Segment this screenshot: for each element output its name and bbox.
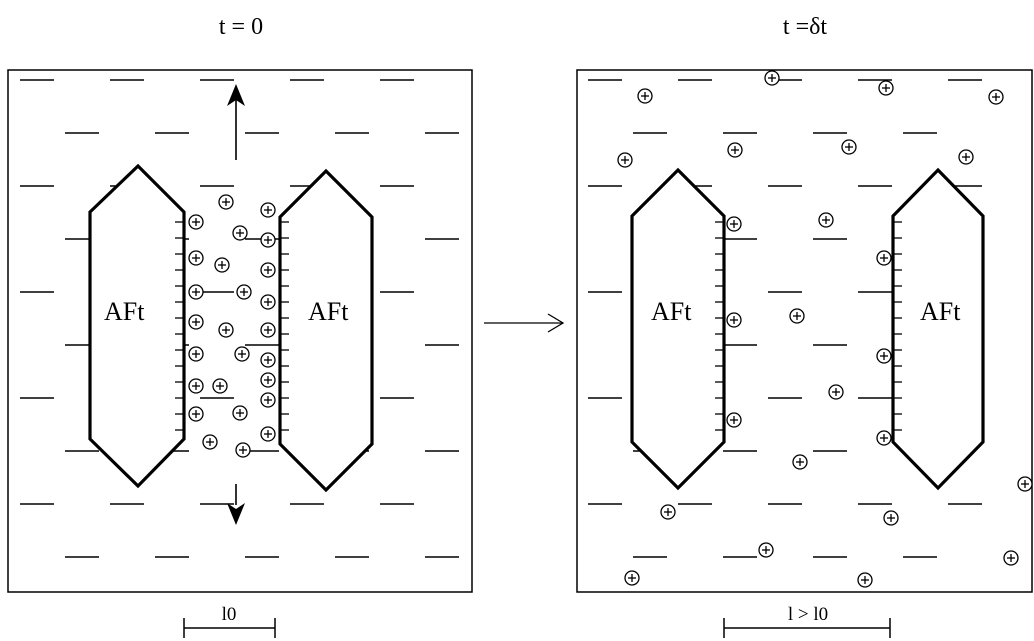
cation-circle-plus <box>261 427 275 441</box>
time-evolution-arrow <box>484 314 563 332</box>
panel-right-title: t =δt <box>783 14 828 40</box>
cation-circle-plus <box>879 81 893 95</box>
cation-circle-plus <box>189 379 203 393</box>
right-crystal-2 <box>893 170 983 488</box>
cation-circle-plus <box>618 153 632 167</box>
cation-circle-plus <box>261 393 275 407</box>
cation-circle-plus <box>842 140 856 154</box>
cation-circle-plus <box>728 143 742 157</box>
panel-left-background-negative-charges <box>20 80 459 557</box>
panel-left-spacing-label: l0 <box>222 604 237 625</box>
cation-circle-plus <box>219 323 233 337</box>
expansion-arrow-up <box>227 84 245 160</box>
cation-circle-plus <box>793 455 807 469</box>
cation-circle-plus <box>759 543 773 557</box>
cation-circle-plus <box>819 213 833 227</box>
left-crystal-2 <box>280 171 372 490</box>
cation-circle-plus <box>829 385 843 399</box>
cation-circle-plus <box>261 263 275 277</box>
cation-circle-plus <box>765 71 779 85</box>
cation-circle-plus <box>189 251 203 265</box>
cation-circle-plus <box>219 195 233 209</box>
cation-circle-plus <box>189 347 203 361</box>
cation-circle-plus <box>236 443 250 457</box>
cation-circle-plus <box>727 413 741 427</box>
panel-left-title: t = 0 <box>219 14 263 40</box>
cation-circle-plus <box>261 323 275 337</box>
panel-left-cations <box>189 195 275 457</box>
cation-circle-plus <box>261 233 275 247</box>
cation-circle-plus <box>215 258 229 272</box>
cation-circle-plus <box>989 90 1003 104</box>
cation-circle-plus <box>1004 551 1018 565</box>
cation-circle-plus <box>858 573 872 587</box>
cation-circle-plus <box>261 203 275 217</box>
cation-circle-plus <box>877 431 891 445</box>
cation-circle-plus <box>959 150 973 164</box>
cation-circle-plus <box>237 285 251 299</box>
cation-circle-plus <box>233 406 247 420</box>
cation-circle-plus <box>189 407 203 421</box>
left-crystal-2-label: AFt <box>308 297 349 326</box>
cation-circle-plus <box>189 215 203 229</box>
cation-circle-plus <box>233 226 247 240</box>
cation-circle-plus <box>235 347 249 361</box>
cation-circle-plus <box>790 309 804 323</box>
cation-circle-plus <box>727 217 741 231</box>
cation-circle-plus <box>638 89 652 103</box>
cation-circle-plus <box>877 349 891 363</box>
cation-circle-plus <box>189 285 203 299</box>
right-crystal-2-label: AFt <box>920 297 961 326</box>
cation-circle-plus <box>261 373 275 387</box>
panel-right-spacing-label: l > l0 <box>788 604 828 625</box>
left-crystal-1 <box>90 166 184 486</box>
cation-circle-plus <box>261 353 275 367</box>
cation-circle-plus <box>727 313 741 327</box>
right-crystal-1 <box>632 170 724 488</box>
left-crystal-1-label: AFt <box>104 297 145 326</box>
cation-circle-plus <box>884 511 898 525</box>
cation-circle-plus <box>203 435 217 449</box>
right-crystal-1-label: AFt <box>651 297 692 326</box>
cation-circle-plus <box>1018 477 1032 491</box>
cation-circle-plus <box>213 379 227 393</box>
cation-circle-plus <box>877 251 891 265</box>
cation-circle-plus <box>261 295 275 309</box>
cation-circle-plus <box>625 571 639 585</box>
cation-circle-plus <box>661 505 675 519</box>
cation-circle-plus <box>189 315 203 329</box>
